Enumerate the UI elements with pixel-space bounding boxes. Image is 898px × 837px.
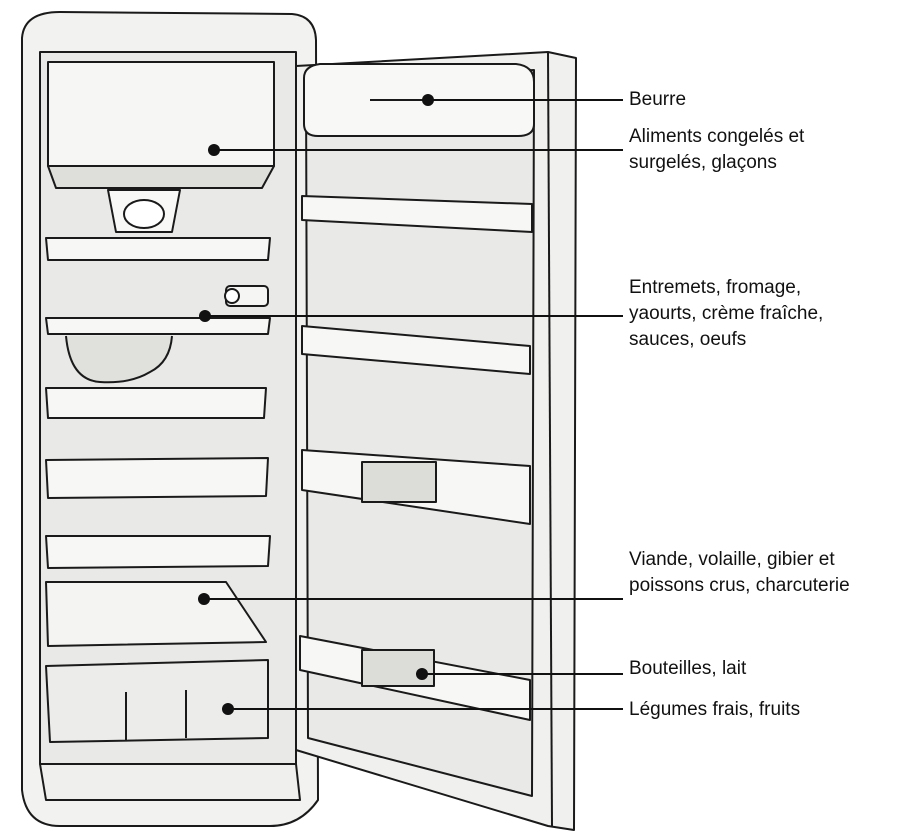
vegetable-crisper (45, 659, 269, 743)
shelf-5 (45, 535, 271, 569)
label-frozen: Aliments congelés et surgelés, glaçons (629, 126, 805, 173)
label-butter: Beurre (629, 89, 687, 110)
meat-drawer (45, 581, 267, 647)
shelf-3 (45, 387, 267, 419)
callout-dot-dairy (199, 310, 211, 322)
shelf-1 (45, 237, 271, 261)
door-rack-1 (301, 195, 533, 233)
label-vegetables: Légumes frais, fruits (629, 699, 801, 720)
label-dairy: Entremets, fromage, yaourts, crème fraîc… (629, 277, 824, 350)
callout-dot-vegetables (222, 703, 234, 715)
callout-dot-frozen (208, 144, 220, 156)
label-bottles: Bouteilles, lait (629, 658, 747, 679)
shelf-2 (45, 317, 271, 335)
callout-dot-butter (422, 94, 434, 106)
shelf-4 (45, 457, 269, 499)
callout-dot-meat (198, 593, 210, 605)
callouts (204, 99, 623, 710)
callout-dot-bottles (416, 668, 428, 680)
door-rack-2 (301, 325, 531, 375)
label-meat: Viande, volaille, gibier et poissons cru… (629, 549, 850, 596)
